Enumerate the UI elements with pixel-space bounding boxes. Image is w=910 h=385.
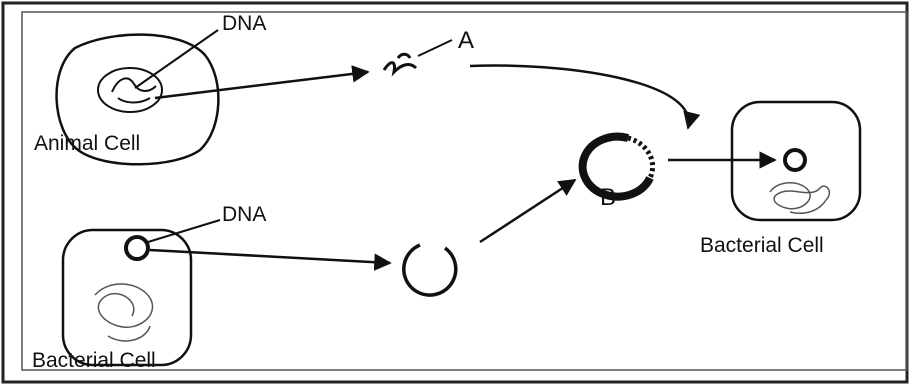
recombinant-plasmid-vector xyxy=(578,132,654,201)
dna-fragment-a xyxy=(382,52,418,77)
dna-pointer-top xyxy=(134,29,219,89)
animal-cell-membrane xyxy=(55,33,220,166)
bacterial-cell-left-wall xyxy=(61,228,193,367)
bacterial-cell-right-label: Bacterial Cell xyxy=(700,234,824,257)
recombinant-plasmid-b xyxy=(578,132,656,201)
arrow-fragment-to-plasmid xyxy=(469,64,701,130)
arrow-plasmid-to-open xyxy=(149,248,392,271)
arrow-animal-to-fragment xyxy=(154,65,370,100)
dna-pointer-bottom xyxy=(147,219,221,243)
arrow-open-to-recombinant xyxy=(479,178,577,244)
animal-cell-label: Animal Cell xyxy=(34,132,140,155)
inner-frame xyxy=(21,11,908,371)
bacterial-cell-left-label: Bacterial Cell xyxy=(32,349,156,372)
fragment-a-label: A xyxy=(458,27,474,54)
bacterial-cell-right xyxy=(730,100,862,222)
plasmid-b-label: B xyxy=(600,184,616,211)
bacterial-plasmid-left xyxy=(124,235,150,261)
bacterial-cell-left xyxy=(61,228,193,367)
open-plasmid xyxy=(402,243,458,297)
animal-cell-chromosome xyxy=(111,77,157,104)
bacterial-chromosome-left xyxy=(94,283,154,342)
animal-cell xyxy=(55,33,220,166)
bacterial-chromosome-right xyxy=(769,182,831,214)
fragment-a-pointer xyxy=(417,39,453,57)
bacterial-plasmid-right xyxy=(783,148,807,172)
animal-cell-nucleus xyxy=(97,67,163,113)
bacterial-cell-right-wall xyxy=(730,100,862,222)
recombinant-plasmid-insert xyxy=(627,135,656,180)
dna-label-bottom: DNA xyxy=(222,203,266,226)
dna-label-top: DNA xyxy=(222,12,266,35)
